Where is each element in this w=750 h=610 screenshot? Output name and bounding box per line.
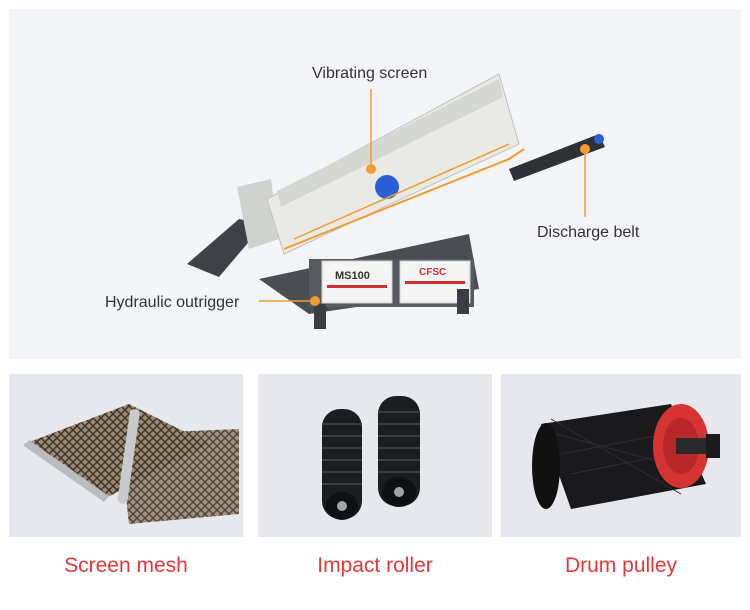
impact-roller-image [258, 374, 492, 537]
drum-pulley-image [501, 374, 741, 537]
dot-hydraulic-outrigger [310, 296, 320, 306]
product-cards: Screen mesh [0, 374, 750, 610]
dot-vibrating-screen [366, 164, 376, 174]
railing [283, 148, 525, 250]
dot-discharge-belt [580, 144, 590, 154]
outrigger-leg-right [457, 289, 469, 314]
mobile-screen-machine-illustration: MS100 CFSC [187, 73, 605, 329]
label-hydraulic-outrigger: Hydraulic outrigger [105, 294, 240, 311]
discharge-belt [509, 134, 605, 181]
screen-mesh-image [9, 374, 243, 537]
product-card-screen-mesh[interactable]: Screen mesh [9, 374, 243, 595]
brand-plate-text: CFSC [419, 267, 446, 278]
feed-hopper [237, 179, 279, 249]
product-caption: Impact roller [258, 537, 492, 595]
product-card-drum-pulley[interactable]: Drum pulley [501, 374, 741, 595]
model-plate [321, 260, 393, 304]
feed-chute [187, 219, 264, 277]
product-caption: Screen mesh [9, 537, 243, 595]
label-discharge-belt: Discharge belt [537, 224, 640, 241]
outrigger-leg-left [314, 304, 326, 329]
product-caption: Drum pulley [501, 537, 741, 595]
hero-panel: MS100 CFSC Vibrating screen Discharge be… [9, 9, 741, 359]
brand-plate-stripe [405, 281, 465, 284]
screen-top-edge [277, 79, 503, 207]
model-plate-text: MS100 [335, 270, 370, 282]
vibrator-motor [375, 175, 399, 199]
belt-drive [594, 134, 604, 144]
label-vibrating-screen: Vibrating screen [312, 65, 428, 82]
model-plate-stripe [327, 285, 387, 288]
product-card-impact-roller[interactable]: Impact roller [258, 374, 492, 595]
railing-upper [293, 143, 510, 240]
